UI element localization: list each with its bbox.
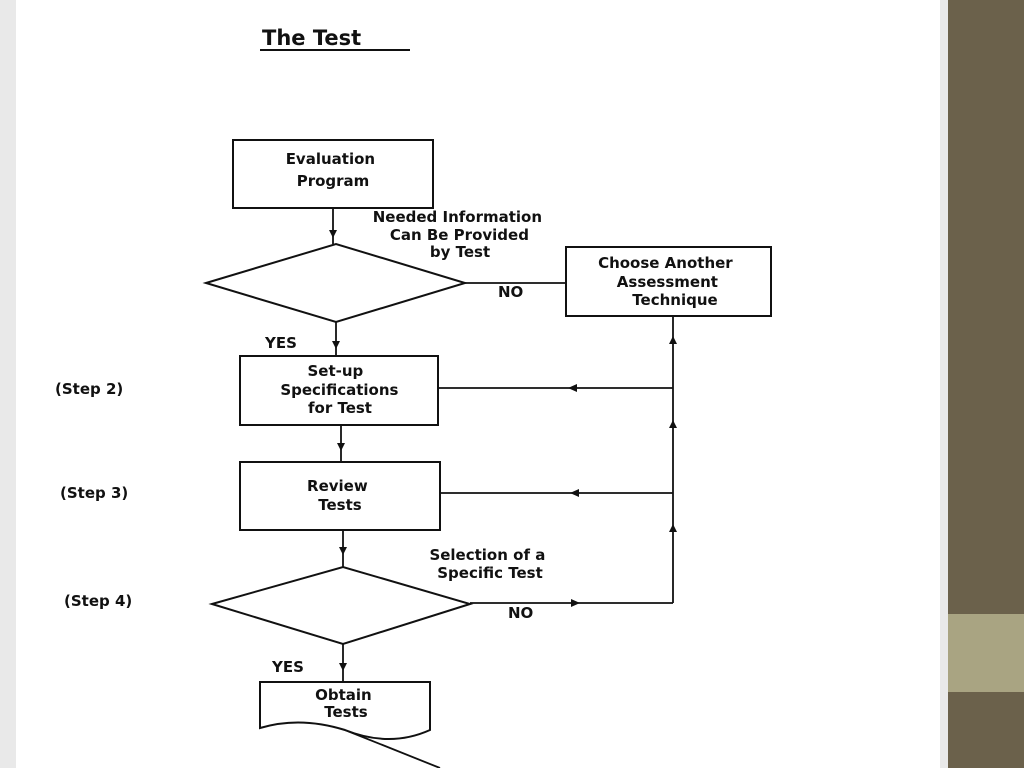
node-review-tests <box>239 461 441 531</box>
node-evaluation-program <box>232 139 434 209</box>
arrowhead <box>339 663 347 671</box>
decision-needed-information-label: Needed Information Can Be Provided by Te… <box>373 208 548 261</box>
arrowhead <box>669 524 677 532</box>
arrowhead <box>332 341 340 349</box>
decision-selection-specific-test <box>208 565 474 646</box>
document-page <box>16 0 940 768</box>
node-obtain-tests <box>259 681 431 740</box>
step-label-4: (Step 4) <box>64 592 132 610</box>
arrowhead <box>568 384 577 392</box>
sidebar-accent-block <box>948 614 1024 692</box>
connector-continues-offpage <box>344 729 441 768</box>
arrowhead <box>669 420 677 428</box>
edge-label-no-2: NO <box>508 604 533 622</box>
arrowhead <box>571 599 580 607</box>
edge-label-yes-2: YES <box>271 658 304 676</box>
step-label-3: (Step 3) <box>60 484 128 502</box>
edge-label-no-1: NO <box>498 283 523 301</box>
arrowhead <box>339 547 347 555</box>
decision-selection-specific-test-label: Selection of a Specific Test <box>429 546 550 582</box>
node-setup-specifications <box>239 355 439 426</box>
arrowhead <box>337 443 345 451</box>
step-label-2: (Step 2) <box>55 380 123 398</box>
diagram-title: The Test <box>262 26 361 50</box>
node-review-tests-label: Review Tests <box>307 477 373 514</box>
node-choose-another-technique <box>565 246 772 317</box>
node-setup-specifications-label: Set-up Specifications for Test <box>280 362 403 417</box>
node-choose-another-technique-label: Choose Another Assessment Technique <box>598 254 738 309</box>
node-obtain-tests-label: Obtain Tests <box>315 686 377 721</box>
edge-label-yes-1: YES <box>264 334 297 352</box>
node-evaluation-program-label: Evaluation Program <box>286 150 381 190</box>
arrowhead <box>329 230 337 238</box>
decision-needed-information <box>202 242 469 324</box>
arrowhead <box>570 489 579 497</box>
arrowhead <box>669 336 677 344</box>
